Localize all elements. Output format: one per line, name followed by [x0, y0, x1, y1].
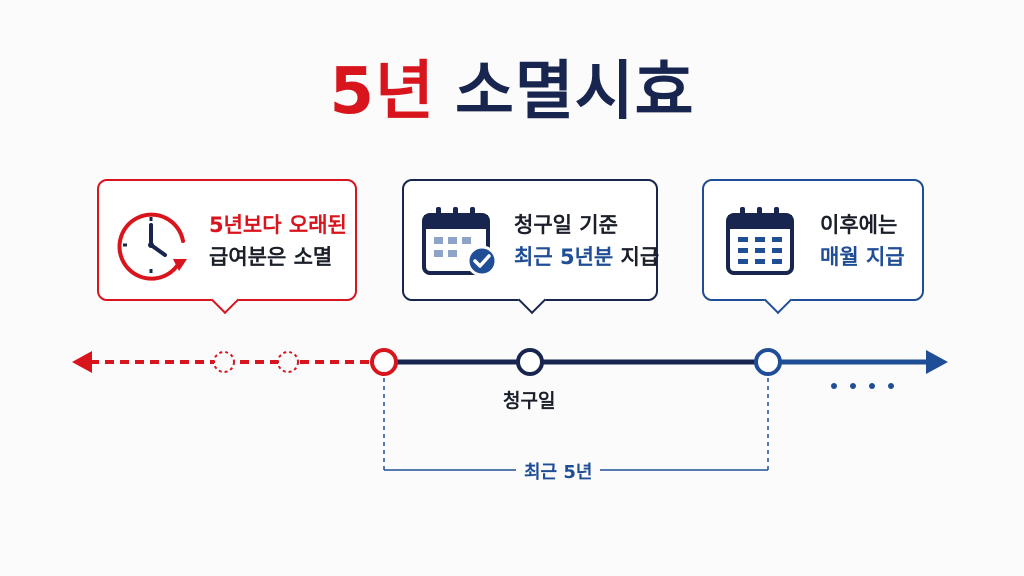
callout-expired-text: 5년보다 오래된 급여분은 소멸 — [209, 209, 347, 273]
left-arrow-icon — [72, 351, 92, 373]
right-arrow-icon — [926, 350, 948, 374]
calendar-check-icon — [422, 207, 498, 277]
clock-history-icon — [117, 212, 187, 281]
page-title: 5년 소멸시효 — [0, 52, 1024, 132]
callout-monthly-line1: 이후에는 — [820, 213, 898, 237]
monthly-start-node — [754, 348, 782, 376]
calendar-icon — [726, 207, 794, 275]
callout-claim-highlight: 최근 5년분 — [514, 245, 614, 269]
claim-date-label: 청구일 — [503, 390, 556, 412]
title-years: 5년 — [329, 55, 435, 129]
callout-expired: 5년보다 오래된 급여분은 소멸 — [97, 179, 357, 315]
callout-claim-line2-rest: 지급 — [613, 245, 660, 269]
callout-monthly: 이후에는 매월 지급 — [702, 179, 924, 315]
expired-node — [277, 351, 299, 373]
callout-monthly-text: 이후에는 매월 지급 — [820, 209, 905, 273]
ellipsis-dot — [888, 383, 894, 389]
callout-claim-text: 청구일 기준 최근 5년분 지급 — [514, 209, 659, 273]
expired-node — [213, 351, 235, 373]
ellipsis-dot — [850, 383, 856, 389]
callout-monthly-line2: 매월 지급 — [820, 245, 905, 269]
cutoff-node — [370, 348, 398, 376]
ellipsis-dot — [869, 383, 875, 389]
callout-claim-line1: 청구일 기준 — [514, 213, 618, 237]
callout-expired-line1: 5년보다 오래된 — [209, 213, 347, 237]
callout-expired-line2: 급여분은 소멸 — [209, 245, 333, 269]
callout-claim: 청구일 기준 최근 5년분 지급 — [402, 179, 659, 315]
ellipsis-dot — [831, 383, 837, 389]
claim-node — [516, 348, 544, 376]
recent-range-label: 최근 5년 — [516, 458, 601, 484]
title-main: 소멸시효 — [454, 55, 695, 129]
